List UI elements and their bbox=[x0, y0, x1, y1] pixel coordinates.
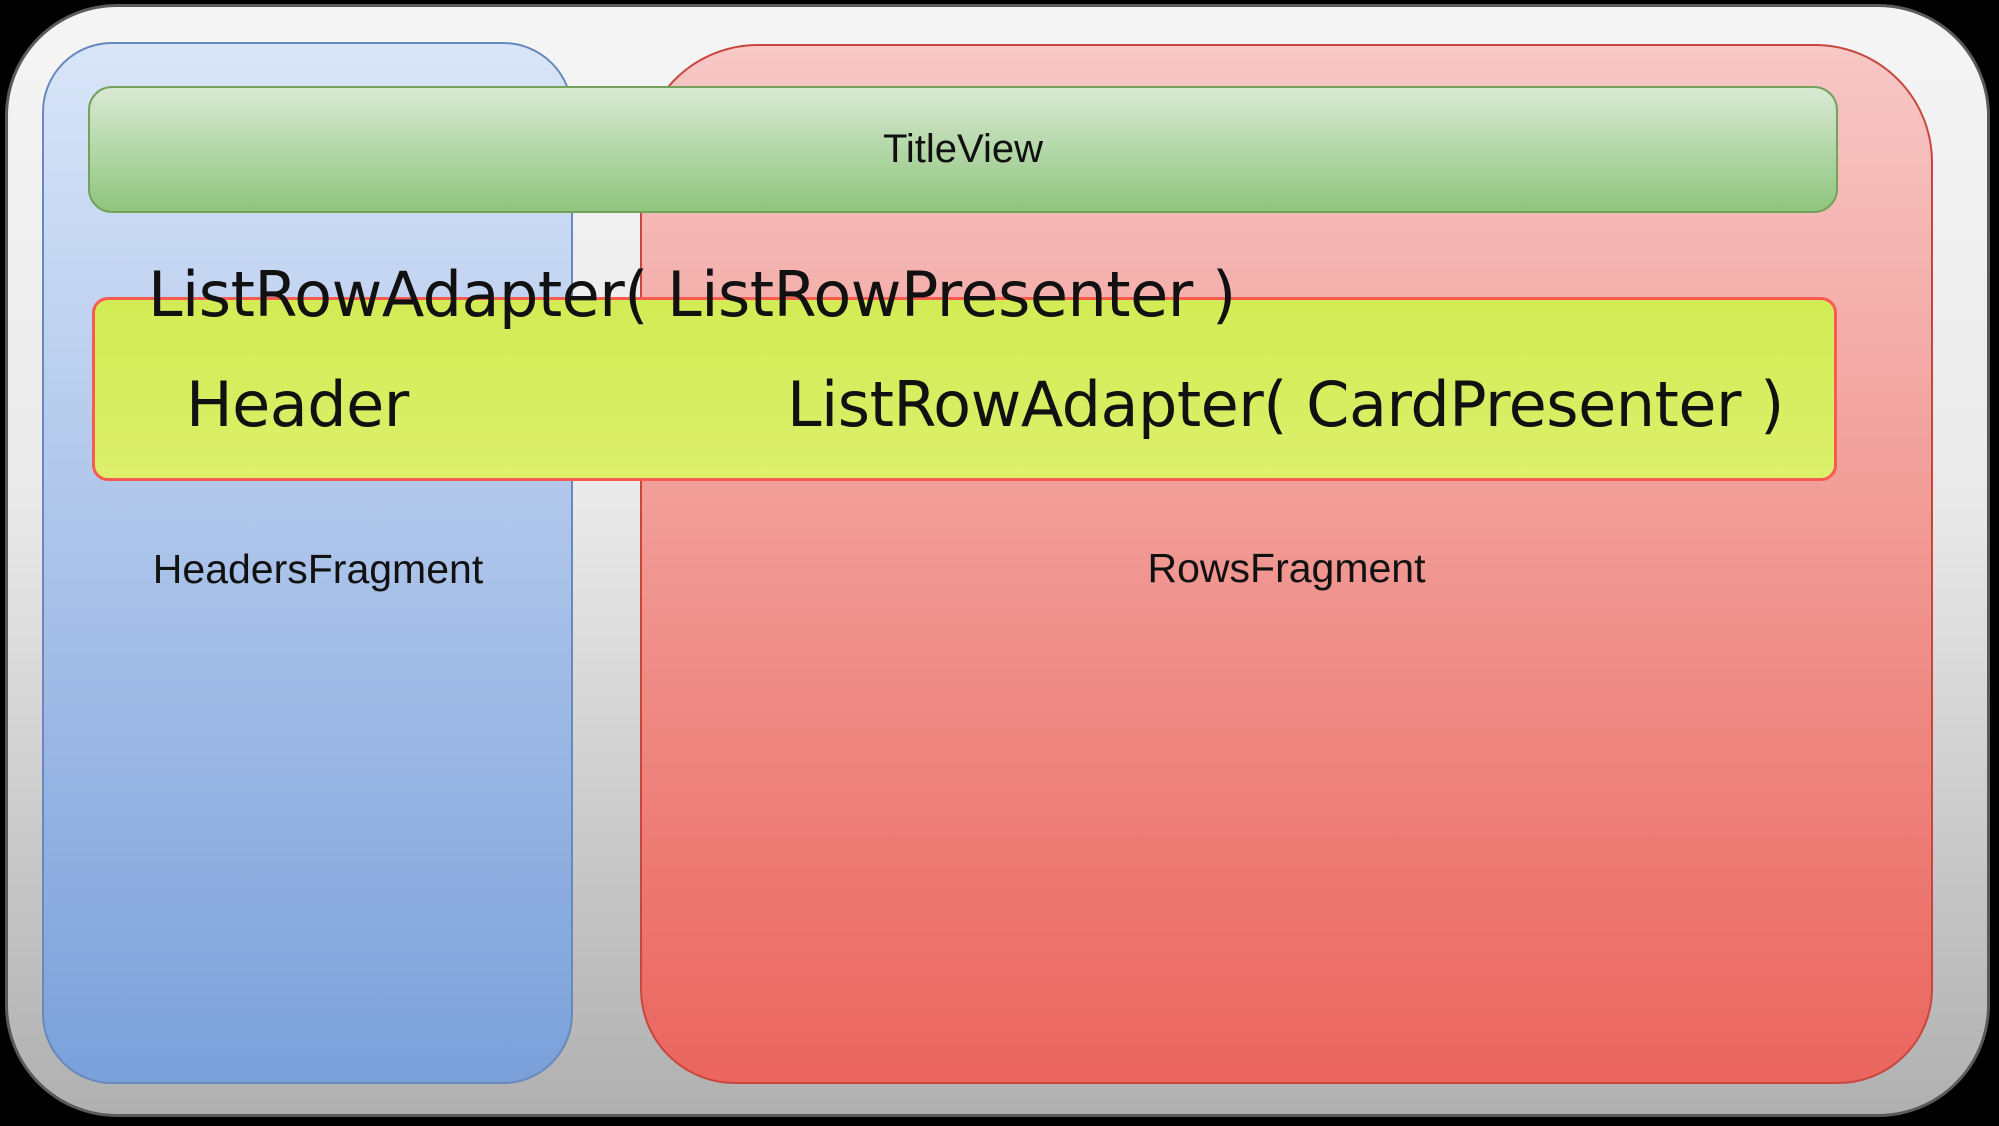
list-row-adapter-presenter-label: ListRowAdapter( ListRowPresenter ) bbox=[148, 258, 1236, 331]
headers-fragment-box bbox=[42, 42, 573, 1084]
list-row-adapter-bar bbox=[92, 297, 1837, 481]
header-item-label: Header bbox=[186, 368, 409, 441]
title-view-label: TitleView bbox=[882, 127, 1044, 171]
rows-fragment-label: RowsFragment bbox=[1147, 545, 1426, 591]
headers-fragment-label: HeadersFragment bbox=[152, 546, 484, 592]
list-row-adapter-card-label: ListRowAdapter( CardPresenter ) bbox=[787, 368, 1784, 441]
rows-fragment-box bbox=[640, 44, 1933, 1084]
title-view-bar bbox=[88, 86, 1838, 213]
